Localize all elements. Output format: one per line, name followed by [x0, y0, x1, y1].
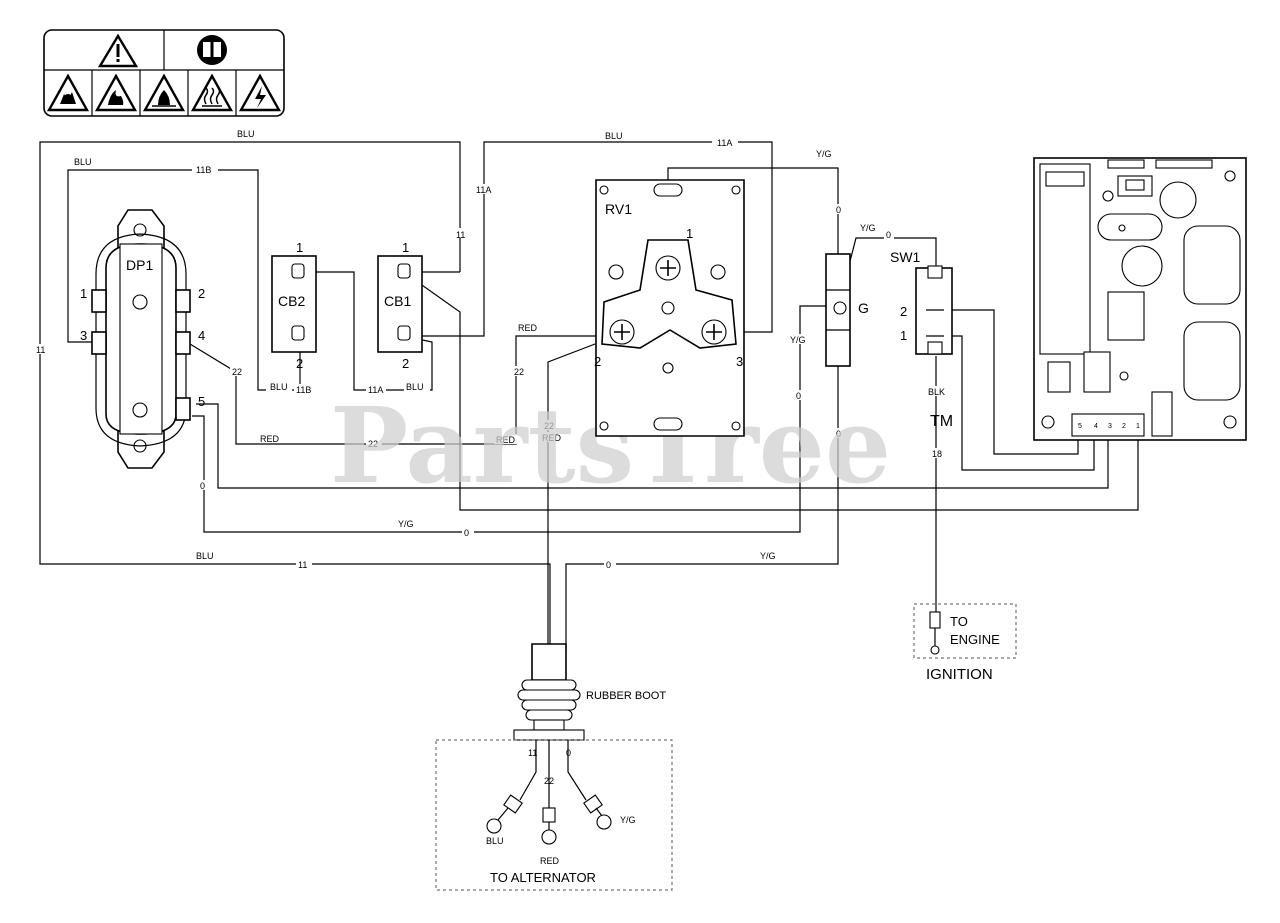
board-connector: 5 4 3 2 1 — [1078, 423, 1140, 430]
lead-label-0: 0 — [566, 748, 571, 758]
connector-pin-4: 4 — [1094, 423, 1098, 430]
wire-label-11b: 11B — [196, 165, 211, 175]
cb2-breaker: CB2 1 2 — [271, 240, 317, 371]
wire-label-red: RED — [496, 435, 516, 445]
wire-label-11a: 11A — [717, 138, 732, 148]
wire-label-blu: BLU — [237, 129, 255, 139]
rubber-boot-label: RUBBER BOOT — [586, 690, 666, 702]
wire-label-11: 11 — [298, 560, 307, 570]
lead-label-yg: Y/G — [620, 815, 636, 825]
wire-label-0: 0 — [464, 528, 469, 538]
control-board: 5 4 3 2 1 — [1033, 157, 1247, 441]
wire-label-yg: Y/G — [760, 551, 776, 561]
cb1-label: CB1 — [384, 293, 411, 309]
sw1-switch: SW1 2 1 — [890, 249, 953, 355]
dp1-pin-5: 5 — [198, 394, 205, 409]
wire-label-blu: BLU — [605, 131, 623, 141]
lead-label-22: 22 — [544, 776, 554, 786]
alternator-leads: 11 22 0 BLU RED Y/G TO ALTERNATOR — [435, 739, 673, 891]
wire-label-22: 22 — [514, 367, 524, 377]
explosion-icon — [46, 73, 90, 112]
safety-decal — [43, 29, 285, 117]
wire-label-11: 11 — [36, 345, 45, 355]
lead-label-11: 11 — [528, 748, 537, 758]
wire-label-blk: BLK — [928, 387, 945, 397]
dp1-pin-2: 2 — [198, 286, 205, 301]
dp1-pin-1: 1 — [80, 286, 87, 301]
dp1-label: DP1 — [126, 257, 153, 273]
wire-labels: BLU BLU 11B BLU 11A 11A 11 11 Y/G 0 Y/G … — [34, 128, 948, 570]
flame-icon — [142, 73, 186, 112]
read-manual-icon — [197, 35, 227, 65]
lead-label-blu: BLU — [486, 836, 504, 846]
sw1-pin-1: 1 — [900, 328, 907, 343]
dp1-pin-4: 4 — [198, 328, 205, 343]
trademark-mark: TM — [930, 413, 953, 430]
connector-pin-1: 1 — [1136, 423, 1140, 430]
engine-connector: TO ENGINE IGNITION — [913, 603, 1017, 683]
wire-label-22: 22 — [368, 439, 378, 449]
wire-label-0: 0 — [796, 391, 801, 401]
ground-label: G — [858, 300, 869, 316]
cb1-pin-2: 2 — [402, 356, 409, 371]
cb1-pin-1: 1 — [402, 240, 409, 255]
wire-label-yg: Y/G — [398, 519, 414, 529]
wire-label-red: RED — [260, 434, 280, 444]
wire-label-18: 18 — [932, 449, 942, 459]
yg-ring-terminal — [583, 794, 612, 830]
sw1-pin-2: 2 — [900, 304, 907, 319]
warning-triangle-icon — [97, 33, 139, 68]
wire-label-0: 0 — [836, 429, 841, 439]
dp1-outlet: DP1 1 2 3 4 5 — [80, 209, 205, 469]
sw1-label: SW1 — [890, 249, 921, 265]
rv1-pin-2: 2 — [594, 354, 601, 369]
dp1-pin-3: 3 — [80, 328, 87, 343]
to-alternator-label: TO ALTERNATOR — [490, 870, 596, 885]
wire-label-11a: 11A — [476, 185, 491, 195]
fire-icon — [94, 73, 138, 112]
connector-pin-3: 3 — [1108, 423, 1112, 430]
wire-label-22: 22 — [544, 421, 554, 431]
cb2-pin-1: 1 — [296, 240, 303, 255]
hot-surface-icon — [190, 73, 234, 112]
wire-label-0: 0 — [606, 560, 611, 570]
rv1-pin-3: 3 — [736, 354, 743, 369]
ignition-label: IGNITION — [926, 666, 993, 683]
wire-label-blu: BLU — [406, 382, 424, 392]
connector-pin-2: 2 — [1122, 423, 1126, 430]
wire-label-11a: 11A — [368, 385, 383, 395]
wire-label-0: 0 — [886, 230, 891, 240]
cb2-label: CB2 — [278, 293, 305, 309]
wire-label-22: 22 — [232, 367, 242, 377]
connector-pin-5: 5 — [1078, 423, 1082, 430]
blu-ring-terminal — [486, 794, 523, 834]
ground-terminal: G — [825, 253, 869, 367]
cb1-breaker: CB1 1 2 — [377, 240, 423, 371]
rv1-label: RV1 — [605, 201, 632, 217]
wire-label-0: 0 — [836, 205, 841, 215]
wire-label-blu: BLU — [270, 382, 288, 392]
board-top-pads — [1107, 159, 1213, 169]
wire-label-red: RED — [542, 433, 562, 443]
wire-label-yg: Y/G — [816, 149, 832, 159]
to-engine-label-1: TO — [950, 614, 968, 629]
to-engine-label-2: ENGINE — [950, 632, 1000, 647]
wire-label-yg: Y/G — [860, 223, 876, 233]
wire-label-0: 0 — [200, 481, 205, 491]
rv1-receptacle: RV1 1 2 3 — [594, 179, 745, 437]
wire-label-blu: BLU — [196, 551, 214, 561]
wire-label-blu: BLU — [74, 157, 92, 167]
red-ring-terminal — [541, 807, 557, 845]
wire-label-yg: Y/G — [790, 335, 806, 345]
wire-label-11b: 11B — [296, 385, 311, 395]
rubber-boot: RUBBER BOOT — [513, 643, 666, 741]
electric-shock-icon — [238, 73, 282, 112]
rv1-pin-1: 1 — [686, 226, 693, 241]
cb2-pin-2: 2 — [296, 356, 303, 371]
wire-label-11: 11 — [456, 230, 465, 240]
lead-label-red: RED — [540, 856, 560, 866]
wire-label-red: RED — [518, 323, 538, 333]
